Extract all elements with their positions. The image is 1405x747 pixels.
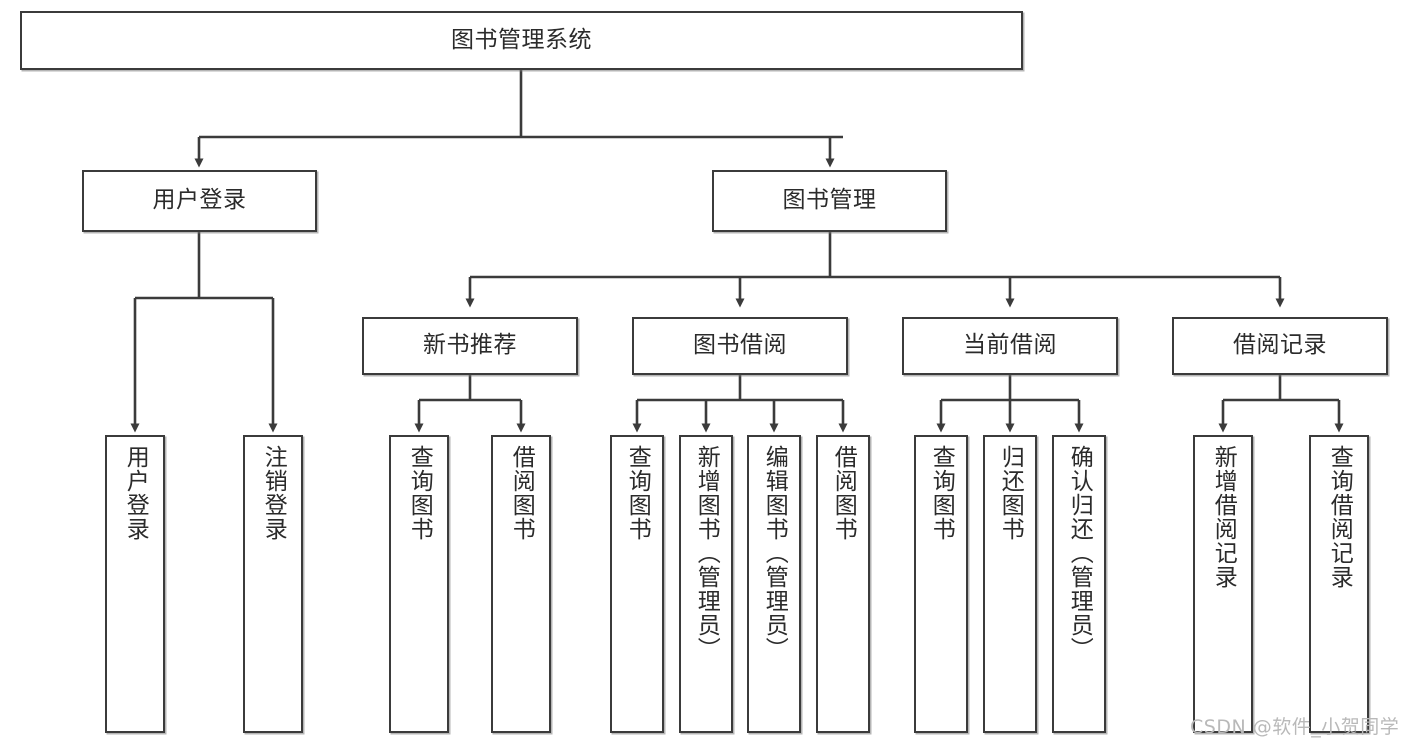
node-label: 用户登录 [122,445,149,541]
node-label: 当前借阅 [963,332,1057,359]
node-book-borrow[interactable]: 图书借阅 [632,317,848,375]
node-label: 借阅图书 [830,445,857,541]
leaf-borrow-record-query-record[interactable]: 查询借阅记录 [1309,435,1369,733]
leaf-new-book-query-book[interactable]: 查询图书 [389,435,449,733]
node-label: 编辑图书（管理员） [761,445,788,661]
node-user-login[interactable]: 用户登录 [82,170,317,232]
leaf-book-borrow-borrow-book[interactable]: 借阅图书 [816,435,870,733]
node-new-book-recommend[interactable]: 新书推荐 [362,317,578,375]
node-borrow-record[interactable]: 借阅记录 [1172,317,1388,375]
node-label: 图书管理 [782,187,877,214]
leaf-new-book-borrow-book[interactable]: 借阅图书 [491,435,551,733]
node-book-management[interactable]: 图书管理 [712,170,947,232]
leaf-book-borrow-edit-book[interactable]: 编辑图书（管理员） [747,435,801,733]
leaf-current-borrow-return-book[interactable]: 归还图书 [983,435,1037,733]
node-label: 借阅图书 [508,445,535,541]
node-label: 新书推荐 [423,332,517,359]
leaf-user-login-login[interactable]: 用户登录 [105,435,165,733]
node-label: 查询图书 [928,445,955,541]
csdn-watermark: CSDN @软件_小贺同学 [1190,716,1400,738]
node-label: 用户登录 [152,187,247,214]
node-label: 新增借阅记录 [1210,445,1237,589]
leaf-book-borrow-add-book[interactable]: 新增图书（管理员） [679,435,733,733]
node-label: 图书借阅 [693,332,787,359]
leaf-book-borrow-query-book[interactable]: 查询图书 [610,435,664,733]
node-label: 查询图书 [624,445,651,541]
node-label: 新增图书（管理员） [693,445,720,661]
node-label: 归还图书 [997,445,1024,541]
leaf-current-borrow-confirm-return[interactable]: 确认归还（管理员） [1052,435,1106,733]
node-label: 查询图书 [406,445,433,541]
node-label: 查询借阅记录 [1326,445,1353,589]
node-label: 图书管理系统 [451,26,592,53]
node-label: 借阅记录 [1233,332,1327,359]
node-root-book-management-system[interactable]: 图书管理系统 [20,11,1023,70]
node-label: 注销登录 [260,445,287,541]
leaf-user-login-logout[interactable]: 注销登录 [243,435,303,733]
leaf-borrow-record-add-record[interactable]: 新增借阅记录 [1193,435,1253,733]
leaf-current-borrow-query-book[interactable]: 查询图书 [914,435,968,733]
node-label: 确认归还（管理员） [1066,445,1093,661]
node-current-borrow[interactable]: 当前借阅 [902,317,1118,375]
